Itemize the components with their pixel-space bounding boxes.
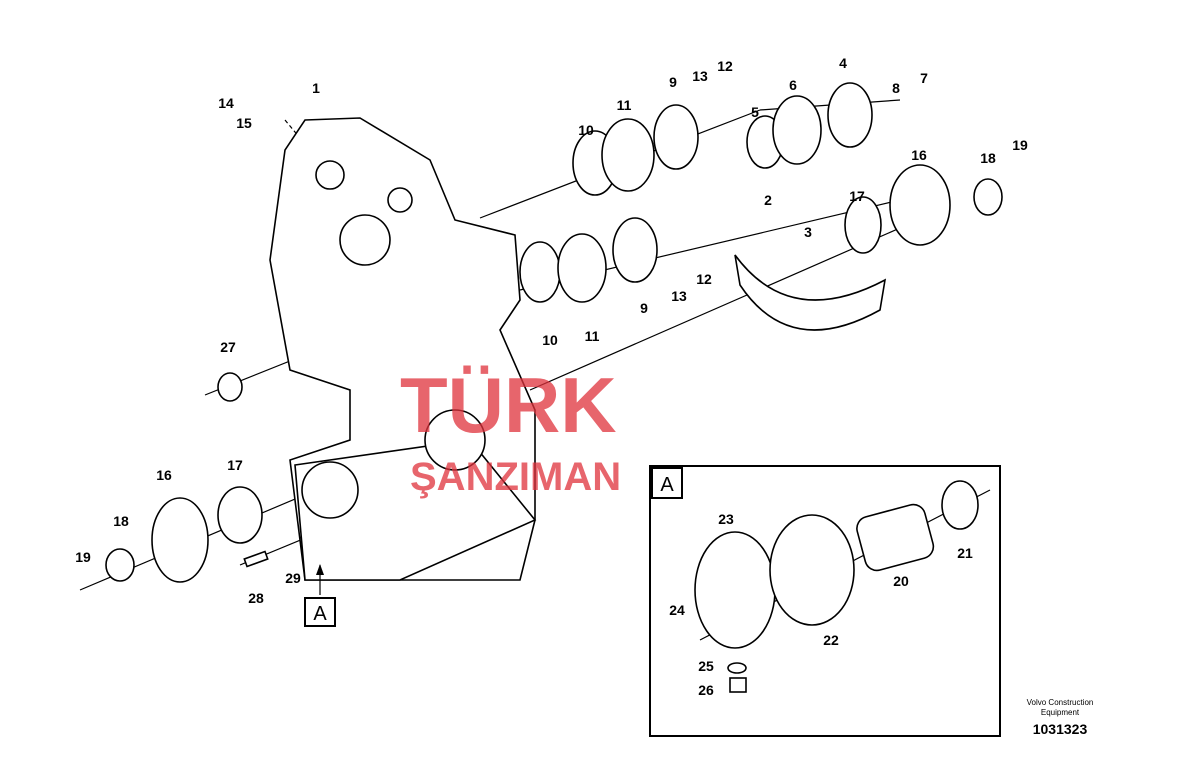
oring-21	[941, 480, 979, 530]
sensor-28	[243, 550, 269, 568]
plug-26	[729, 677, 747, 693]
detail-title: A	[660, 474, 674, 496]
label-19b: 19	[75, 549, 91, 565]
gasket-11a	[601, 118, 655, 192]
flange-16a	[889, 164, 951, 246]
flange-16b	[151, 497, 209, 583]
company-name-line1: Volvo Construction	[1026, 698, 1094, 707]
label-18: 18	[980, 150, 996, 166]
company-name-line2: Equipment	[1040, 708, 1080, 717]
label-17b: 17	[227, 457, 243, 473]
ring-10b	[519, 241, 561, 303]
footer: Volvo Construction Equipment 1031323	[1010, 698, 1110, 737]
view-marker-box	[304, 597, 336, 627]
label-20: 20	[893, 573, 909, 589]
label-24: 24	[669, 602, 685, 618]
gasket-11b	[557, 233, 607, 303]
washer-25	[727, 662, 747, 674]
label-5: 5	[751, 104, 759, 120]
label-22: 22	[823, 632, 839, 648]
seal-17a	[844, 196, 882, 254]
cover-4	[827, 82, 873, 148]
label-7: 7	[920, 70, 928, 86]
oring-27	[217, 372, 243, 402]
label-13b: 13	[671, 288, 687, 304]
watermark-word-1: TÜRK	[400, 361, 617, 449]
axis-line-lower	[529, 227, 901, 391]
label-2: 2	[764, 192, 772, 208]
label-10b: 10	[542, 332, 558, 348]
gasket-6	[772, 95, 822, 165]
part-labels: 1 14 15 10 11 9 13 12 5 6 4 8 7 19 18 16…	[75, 55, 1028, 698]
drawing-number: 1031323	[1032, 721, 1088, 737]
detail-box	[649, 465, 1001, 737]
label-6: 6	[789, 77, 797, 93]
label-26: 26	[698, 682, 714, 698]
label-8: 8	[892, 80, 900, 96]
guard-2	[734, 254, 887, 331]
label-25: 25	[698, 658, 714, 674]
label-14: 14	[218, 95, 234, 111]
label-18b: 18	[113, 513, 129, 529]
view-marker: A	[313, 603, 327, 625]
filter-20	[856, 503, 935, 572]
label-21: 21	[957, 545, 973, 561]
seal-17b	[217, 486, 263, 544]
watermark-logo: TÜRK ŞANZIMAN	[400, 361, 621, 499]
label-3: 3	[804, 224, 812, 240]
detail-title-box	[651, 467, 683, 499]
gasket-22	[769, 514, 855, 626]
label-11: 11	[617, 97, 632, 113]
label-9b: 9	[640, 300, 648, 316]
label-28: 28	[248, 590, 264, 606]
cover-23	[694, 531, 776, 649]
label-15: 15	[236, 115, 252, 131]
label-9: 9	[669, 74, 677, 90]
label-23: 23	[718, 511, 734, 527]
label-11b: 11	[585, 328, 600, 344]
label-16: 16	[911, 147, 927, 163]
view-arrow-head	[316, 564, 324, 575]
label-12: 12	[717, 58, 733, 74]
label-19: 19	[1012, 137, 1028, 153]
label-16b: 16	[156, 467, 172, 483]
label-12b: 12	[696, 271, 712, 287]
label-17: 17	[849, 188, 865, 204]
label-29: 29	[285, 570, 301, 586]
watermark-word-2: ŞANZIMAN	[410, 455, 621, 499]
cap-18b	[105, 548, 135, 582]
label-1: 1	[312, 80, 320, 96]
label-13: 13	[692, 68, 708, 84]
cover-9a	[653, 104, 699, 170]
label-10: 10	[578, 122, 594, 138]
transmission-housing	[269, 117, 537, 581]
cap-18a	[973, 178, 1003, 216]
label-27: 27	[220, 339, 236, 355]
cover-9b	[612, 217, 658, 283]
label-4: 4	[839, 55, 847, 71]
